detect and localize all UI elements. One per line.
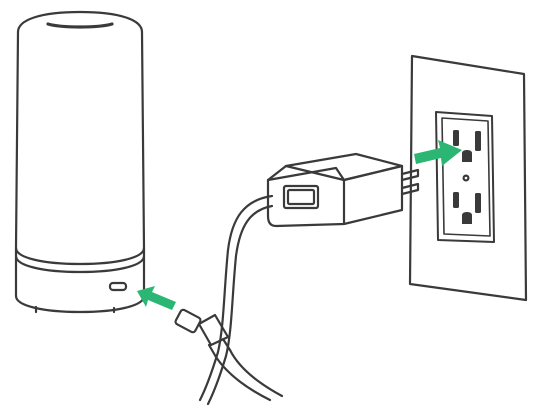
cable (198, 194, 284, 406)
adapter-usb-port (282, 184, 320, 210)
lamp-base-ring (14, 246, 146, 266)
wall-outlet-plate (408, 54, 528, 302)
lamp-body (14, 30, 146, 250)
lamp-top-slot (46, 22, 114, 29)
usb-port (108, 281, 128, 292)
lamp-top-cap (16, 10, 144, 34)
lamp (14, 10, 146, 314)
lamp-base-ring-inner (14, 254, 146, 274)
arrow-to-lamp (137, 286, 176, 310)
outlet-receptacle-bottom (453, 192, 481, 224)
micro-usb-plug (174, 308, 232, 359)
usb-power-adapter (266, 152, 420, 228)
arrow-to-outlet (414, 140, 462, 166)
outlet-receptacle-top (453, 130, 481, 162)
lamp-base (14, 246, 146, 314)
